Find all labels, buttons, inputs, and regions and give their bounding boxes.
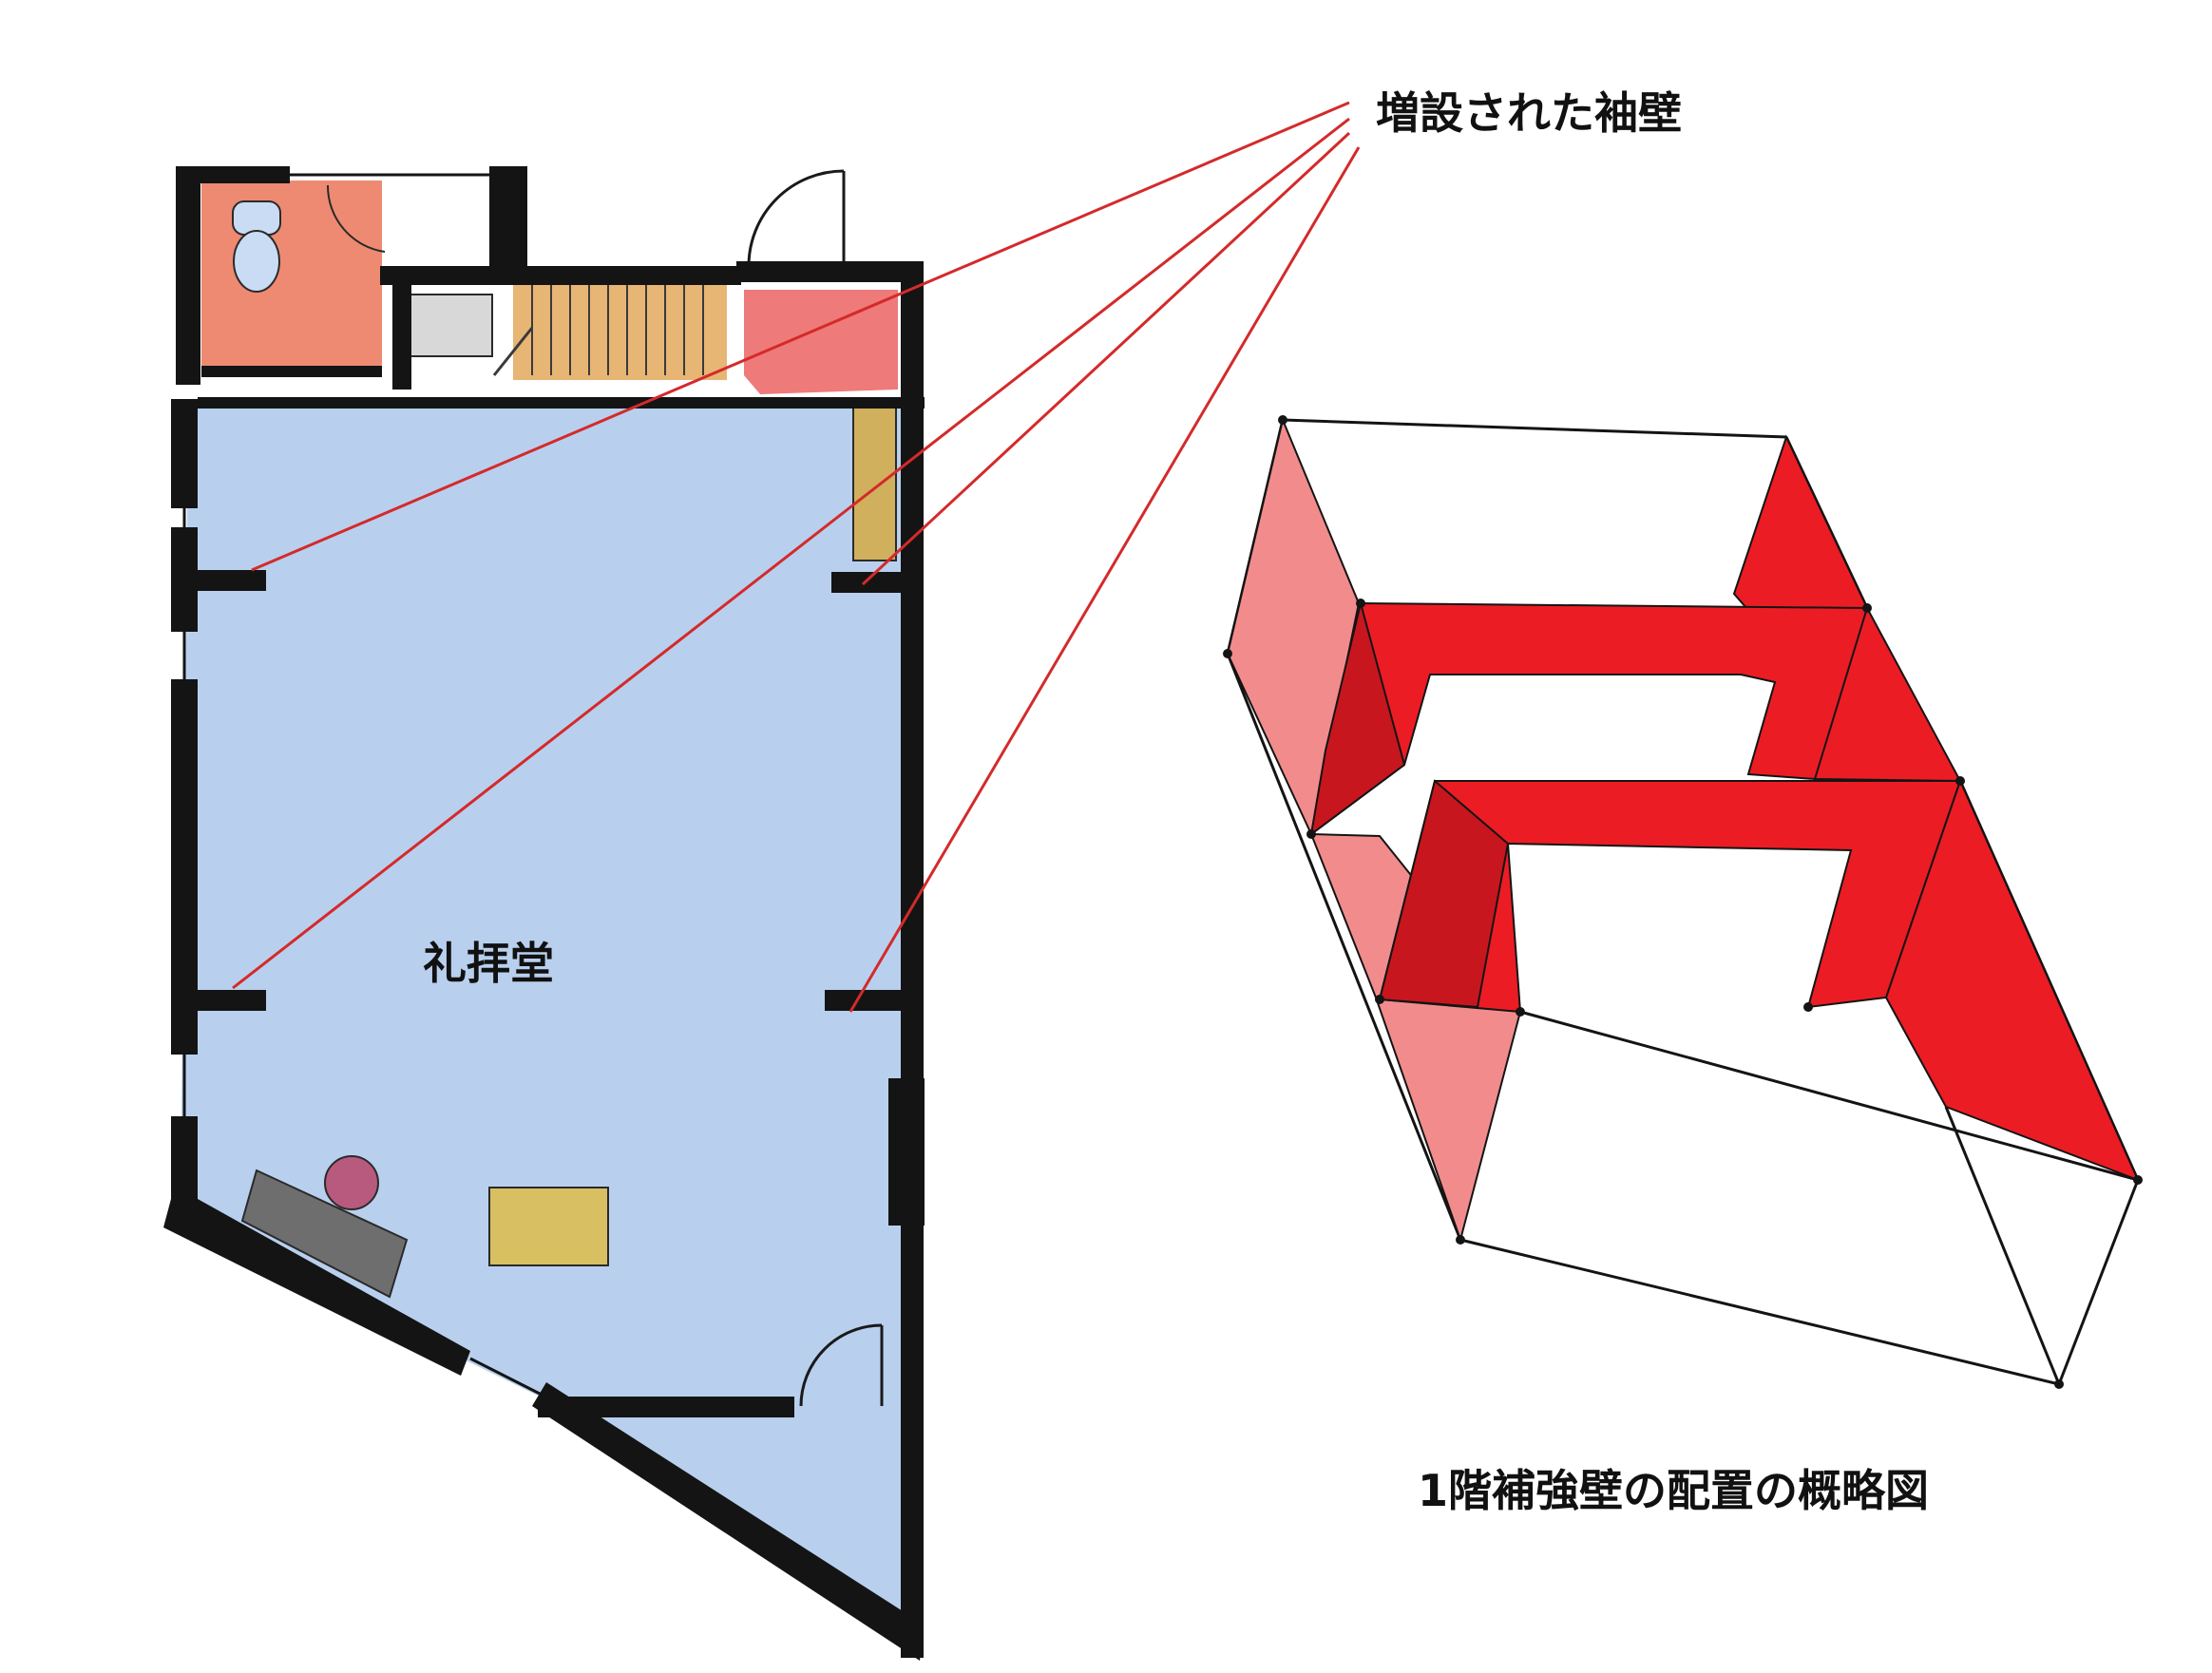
staircase: [492, 285, 727, 380]
diagram-caption: 1階補強壁の配置の概略図: [1418, 1465, 1929, 1516]
bench: [240, 1169, 409, 1299]
toilet-icon: [232, 200, 281, 293]
toilet-door-swing: [326, 184, 386, 253]
bottom-door: [799, 1323, 884, 1407]
corner-points: [1223, 415, 2143, 1389]
cabinet: [852, 398, 897, 561]
walls: [163, 166, 925, 1661]
chapel-floor: [181, 399, 920, 1644]
room-label: 礼拝堂: [423, 938, 554, 989]
window-ticks: [182, 173, 543, 1397]
callout-label: 増設された袖壁: [1376, 87, 1682, 139]
frame-front-dark: [1378, 779, 1510, 1009]
stool: [324, 1155, 379, 1210]
wall-right-back: [1732, 434, 1869, 609]
sink-icon: [406, 294, 493, 357]
desk: [488, 1187, 609, 1266]
isometric-diagram: [1223, 415, 2143, 1389]
callout-lines: [232, 101, 1361, 1013]
toilet-room: [201, 181, 382, 371]
wall-left-front: [1309, 832, 1522, 1244]
floor-plan: [163, 166, 925, 1661]
entry-door: [747, 169, 846, 276]
entry-hall: [744, 290, 898, 394]
wall-right-front: [1884, 778, 2140, 1182]
